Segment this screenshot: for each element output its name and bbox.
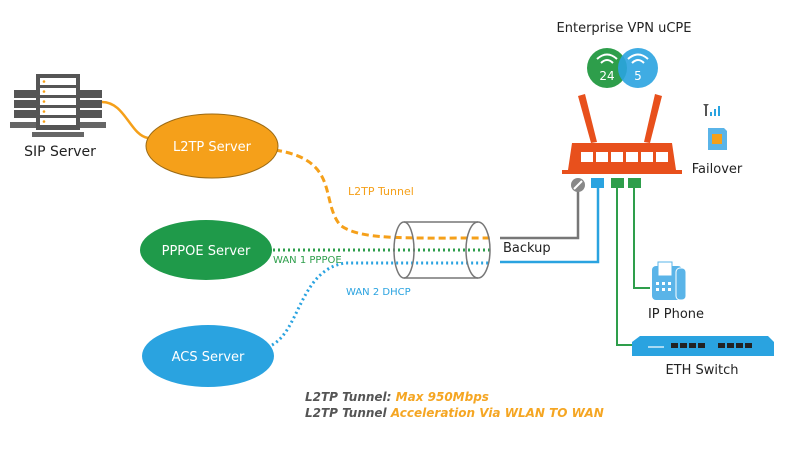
backup-line [500, 190, 580, 240]
eth-switch-label: ETH Switch [665, 363, 738, 378]
tunnel-pipe-icon [393, 221, 491, 279]
acs-server-label: ACS Server [172, 350, 245, 365]
l2tp-server-label: L2TP Server [173, 140, 252, 155]
wan2-line [271, 261, 490, 347]
pppoe-server-node [140, 220, 272, 280]
wan2-label: WAN 2 DHCP [346, 287, 411, 298]
router-ports [571, 178, 641, 192]
phone-line [633, 188, 650, 289]
pppoe-server-label: PPPOE Server [162, 244, 251, 259]
failover-label: Failover [692, 162, 743, 177]
wifi-24-badge: 24 [587, 48, 627, 88]
acs-server-node [142, 325, 274, 387]
switch-line [616, 188, 636, 346]
ip-phone-icon [652, 261, 687, 301]
sip-server-label: SIP Server [24, 144, 96, 160]
lan-blue-line [500, 188, 600, 264]
note-acceleration: L2TP Tunnel Acceleration Via WLAN TO WAN [305, 406, 604, 420]
sim-card-icon [708, 128, 727, 150]
l2tp-tunnel-label: L2TP Tunnel [348, 185, 414, 198]
eth-switch-icon [632, 336, 774, 356]
wan1-label: WAN 1 PPPOE [273, 255, 342, 266]
wifi-5-badge: 5 [618, 48, 658, 88]
signal-icon [703, 104, 720, 116]
svg-text:24: 24 [599, 69, 614, 83]
device-title: Enterprise VPN uCPE [557, 21, 692, 36]
router-icon [562, 94, 682, 174]
sip-server-icon [10, 74, 106, 137]
backup-label: Backup [503, 241, 551, 256]
l2tp-server-node [145, 113, 279, 179]
ip-phone-label: IP Phone [648, 307, 704, 322]
l2tp-tunnel-line [274, 148, 491, 240]
svg-text:5: 5 [634, 69, 642, 83]
sip-l2tp-link [101, 100, 149, 140]
note-max-throughput: L2TP Tunnel: Max 950Mbps [305, 390, 489, 404]
